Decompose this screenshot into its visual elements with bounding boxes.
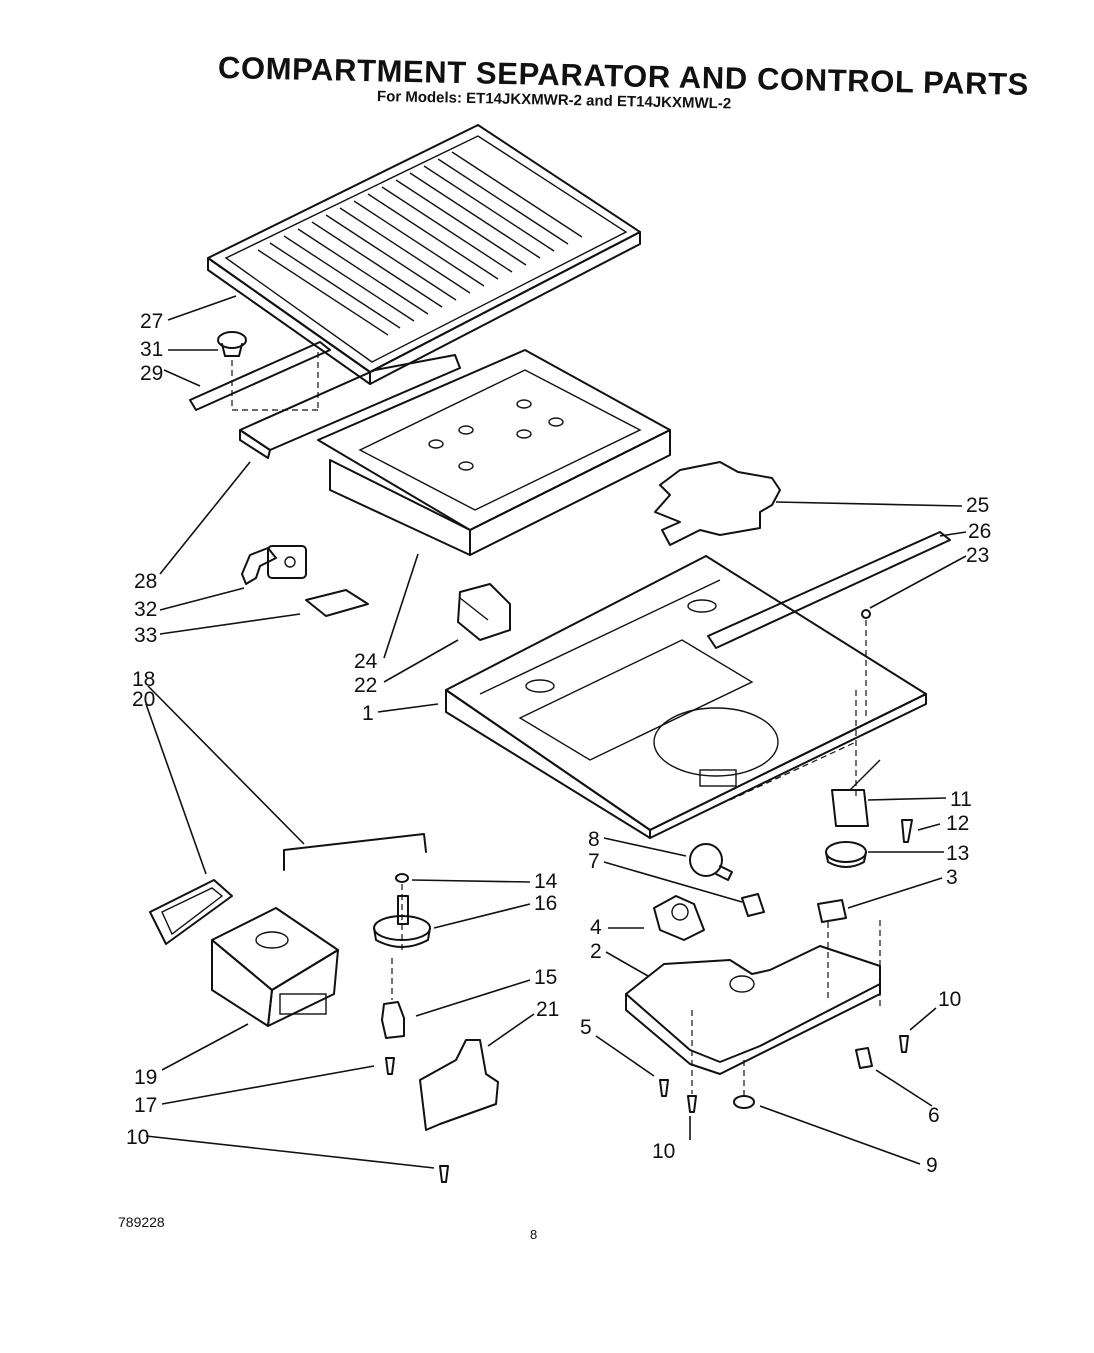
part-10-screw-housing	[687, 1010, 697, 1113]
part-6-clip	[855, 1047, 873, 1069]
part-1-base-plate	[445, 555, 927, 839]
part-24-compartment-separator	[317, 349, 671, 556]
callout-19: 19	[134, 1066, 157, 1089]
callout-4: 4	[590, 916, 602, 939]
callout-32: 32	[134, 598, 157, 621]
callout-15: 15	[534, 966, 557, 989]
callout-10-left: 10	[126, 1126, 149, 1149]
part-20-gasket	[149, 879, 233, 945]
callout-20: 20	[132, 688, 155, 711]
part-28-front-strip	[239, 354, 461, 459]
document-id: 789228	[118, 1214, 165, 1230]
part-10-screw-right	[899, 1035, 909, 1053]
callout-22: 22	[354, 674, 377, 697]
part-4-lamp-holder	[653, 895, 705, 941]
part-31-plug	[217, 331, 247, 410]
part-16-knob	[373, 895, 431, 948]
callout-11: 11	[950, 788, 972, 811]
part-11-switch	[831, 759, 881, 827]
part-32-bracket	[241, 545, 307, 585]
callout-10-right: 10	[938, 988, 961, 1011]
callout-8: 8	[588, 828, 600, 851]
callout-16: 16	[534, 892, 557, 915]
callout-17: 17	[134, 1094, 157, 1117]
callout-27: 27	[140, 310, 163, 333]
part-23-screw	[861, 609, 871, 720]
callout-2: 2	[590, 940, 602, 963]
callout-26: 26	[968, 520, 991, 543]
callout-7: 7	[588, 850, 600, 873]
callout-1: 1	[362, 702, 374, 725]
part-26-strip	[707, 531, 951, 649]
part-25-diffuser-plate	[654, 461, 781, 546]
part-17-screw	[385, 1057, 395, 1075]
part-7-socket	[741, 893, 765, 917]
part-10-screw-lower	[439, 1165, 449, 1183]
part-5-screw	[659, 1079, 669, 1097]
callout-31: 31	[140, 338, 163, 361]
part-2-control-housing	[625, 920, 881, 1075]
callout-25: 25	[966, 494, 989, 517]
part-33-clip	[305, 589, 369, 617]
part-9-grommet	[733, 1060, 755, 1109]
part-13-knob	[825, 841, 867, 868]
callout-14: 14	[534, 870, 558, 893]
part-15-shaft	[381, 958, 405, 1039]
part-29-trim-strip	[189, 341, 331, 411]
part-18-rod	[283, 833, 427, 871]
page-number: 8	[530, 1227, 538, 1242]
callout-24: 24	[354, 650, 378, 673]
part-22-block	[457, 583, 511, 641]
callout-21: 21	[536, 998, 559, 1021]
part-3-connector	[817, 899, 847, 923]
callout-6: 6	[928, 1104, 940, 1127]
part-21-bracket	[419, 1039, 499, 1131]
callout-5: 5	[580, 1016, 592, 1039]
part-19-control-box	[211, 907, 339, 1027]
callout-9: 9	[926, 1154, 938, 1177]
callout-18: 18	[132, 668, 155, 691]
callout-28: 28	[134, 570, 157, 593]
callout-12: 12	[946, 812, 969, 835]
part-8-bulb	[689, 843, 733, 881]
leader-lines	[145, 295, 967, 1169]
callout-13: 13	[946, 842, 969, 865]
callout-23: 23	[966, 544, 989, 567]
callout-labels: 27 31 29 28 32 33 24 22 1 25 26 23 18 20…	[126, 310, 991, 1177]
callout-3: 3	[946, 866, 958, 889]
part-12-screw	[901, 819, 913, 843]
callout-10-bottom: 10	[652, 1140, 675, 1163]
part-27-separator-cover	[207, 124, 641, 385]
callout-29: 29	[140, 362, 163, 385]
callout-33: 33	[134, 624, 157, 647]
